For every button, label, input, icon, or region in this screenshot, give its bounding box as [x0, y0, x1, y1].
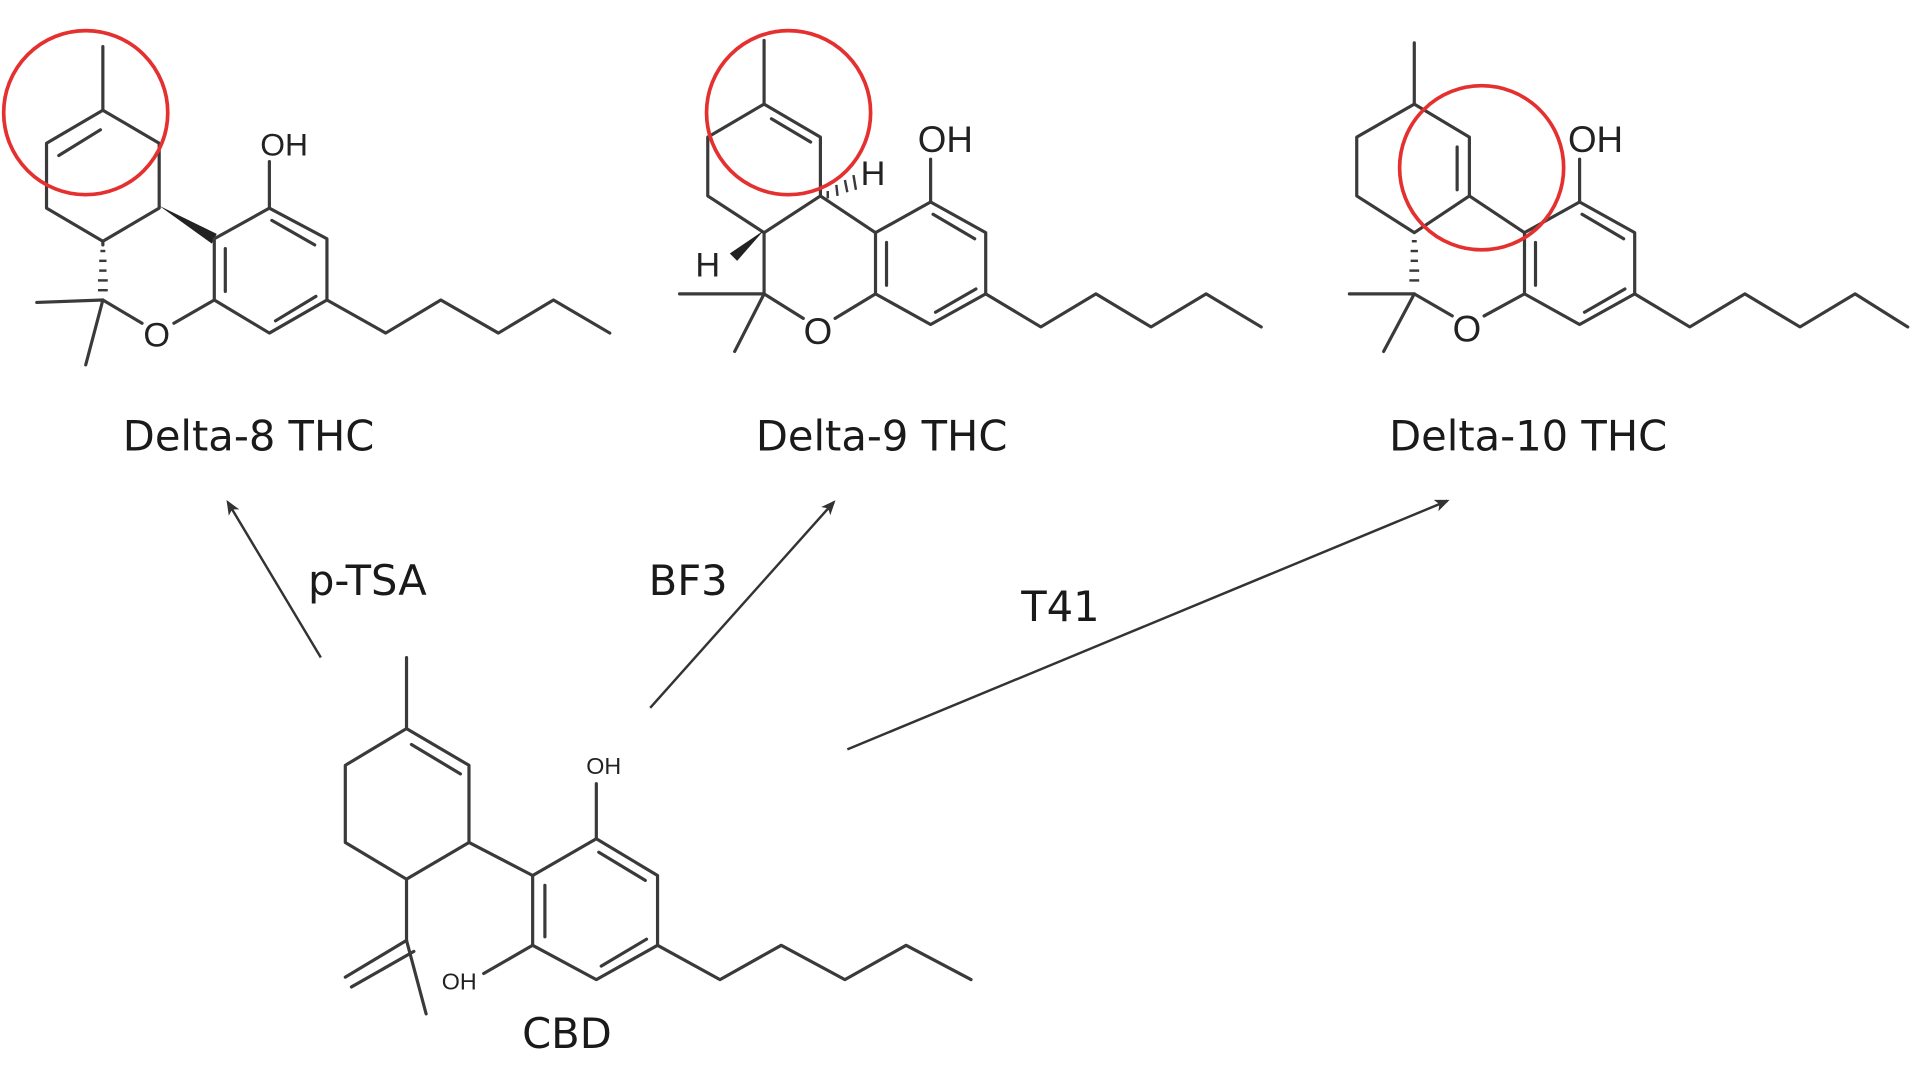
- arrow-to-delta8: [226, 499, 322, 659]
- reagent-label-ptsa: p-TSA: [308, 556, 427, 605]
- reagent-label-bf3: BF3: [649, 556, 728, 605]
- delta10-oh-label: OH: [1568, 119, 1623, 160]
- cbd-oh-top-label: OH: [586, 753, 621, 779]
- delta9-highlight-circle: [704, 28, 873, 197]
- reagent-label-t41: T41: [1020, 582, 1099, 631]
- delta8-label: Delta-8 THC: [123, 412, 375, 461]
- delta8-thc-structure: OH O: [1, 28, 612, 367]
- delta10-label: Delta-10 THC: [1389, 412, 1667, 461]
- delta9-o-label: O: [804, 311, 833, 352]
- cbd-label: CBD: [522, 1009, 612, 1058]
- delta9-h-label-1: H: [861, 155, 886, 193]
- delta8-o-label: O: [143, 317, 170, 355]
- delta10-thc-structure: OH O: [1347, 41, 1910, 354]
- arrow-to-delta10: [846, 499, 1450, 751]
- cbd-oh-bottom-label: OH: [442, 968, 477, 994]
- delta8-highlight-circle: [1, 28, 170, 197]
- arrow-to-delta9: [649, 500, 836, 709]
- cbd-structure: OH OH: [343, 655, 973, 1016]
- delta9-oh-label: OH: [918, 119, 973, 160]
- delta10-o-label: O: [1453, 309, 1482, 350]
- delta9-thc-structure: H H OH O: [678, 28, 1263, 354]
- delta9-label: Delta-9 THC: [756, 412, 1008, 461]
- delta10-highlight-circle: [1397, 83, 1566, 252]
- delta9-h-label-2: H: [695, 247, 720, 285]
- delta8-oh-label: OH: [260, 127, 308, 163]
